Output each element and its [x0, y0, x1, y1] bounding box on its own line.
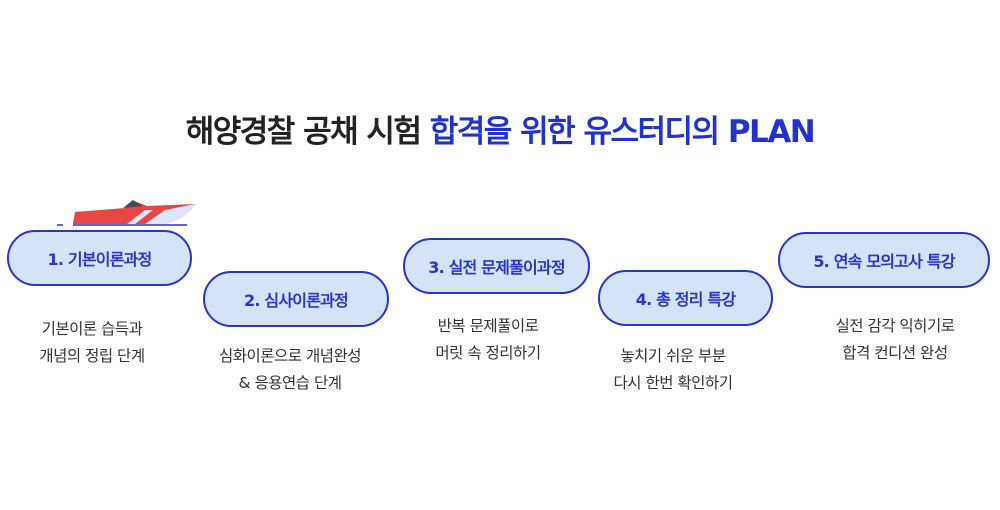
step-5-label: 5. 연속 모의고사 특강: [813, 252, 955, 271]
desc-line: 머릿 속 정리하기: [435, 344, 541, 362]
step-3-pill[interactable]: 3. 실전 문제풀이과정: [403, 238, 590, 294]
desc-line: 개념의 정립 단계: [39, 347, 145, 365]
desc-line: 다시 한번 확인하기: [613, 374, 733, 392]
desc-line: 기본이론 습득과: [41, 320, 143, 338]
desc-line: & 응용연습 단계: [238, 374, 342, 392]
step-3-label: 3. 실전 문제풀이과정: [428, 258, 565, 277]
step-1-pill[interactable]: 1. 기본이론과정: [7, 230, 192, 286]
desc-line: 실전 감각 익히기로: [835, 317, 955, 335]
desc-line: 놓치기 쉬운 부분: [620, 347, 726, 365]
step-2-pill[interactable]: 2. 심사이론과정: [203, 271, 389, 327]
boat-icon: [57, 200, 195, 226]
step-1-label: 1. 기본이론과정: [47, 250, 153, 269]
desc-line: 합격 컨디션 완성: [842, 344, 948, 362]
desc-line: 반복 문제풀이로: [437, 317, 539, 335]
step-4-pill[interactable]: 4. 총 정리 특강: [598, 270, 773, 326]
title-part1: 해양경찰 공채 시험: [185, 114, 430, 150]
desc-line: 심화이론으로 개념완성: [218, 347, 362, 365]
step-4-label: 4. 총 정리 특강: [635, 290, 736, 309]
page-title: 해양경찰 공채 시험 합격을 위한 유스터디의 PLAN: [0, 106, 1000, 151]
step-2-label: 2. 심사이론과정: [244, 291, 349, 310]
step-5-pill[interactable]: 5. 연속 모의고사 특강: [778, 232, 990, 288]
title-highlight: 합격을 위한 유스터디의 PLAN: [429, 114, 816, 150]
step-2-description: 심화이론으로 개념완성 & 응용연습 단계: [218, 343, 362, 397]
